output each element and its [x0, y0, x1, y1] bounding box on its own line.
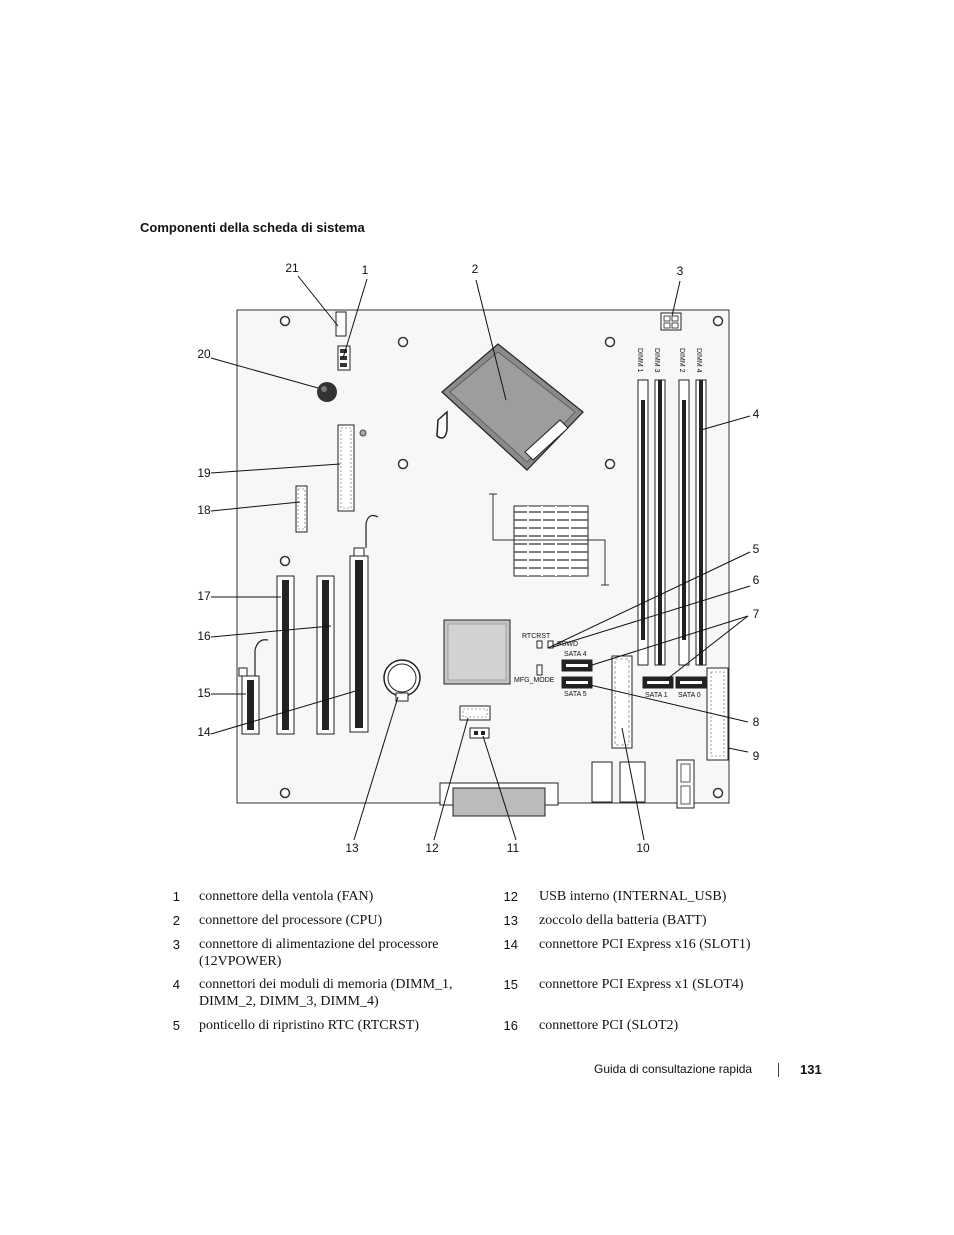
legend-number: 13: [503, 913, 518, 928]
legend-number: 2: [172, 913, 180, 928]
rtcrst-jumper: [536, 640, 543, 649]
mfg-mode-label: MFG_MODE: [514, 677, 555, 684]
callout-6: 6: [753, 573, 760, 587]
callout-13: 13: [345, 841, 359, 855]
cpu-socket: [436, 343, 584, 471]
legend-number: 4: [172, 977, 180, 992]
legend-text: connettore di alimentazione del processo…: [199, 937, 439, 969]
callout-15: 15: [197, 686, 211, 700]
internal-usb-header: [459, 705, 491, 721]
legend-text: connettore PCI (SLOT2): [539, 1018, 679, 1033]
rtcrst-label: RTCRST: [522, 633, 551, 640]
callout-11: 11: [507, 841, 520, 855]
callout-18: 18: [197, 503, 211, 517]
pci-slot-3: [276, 575, 295, 735]
legend-text: connettore PCI Express x1 (SLOT4): [539, 977, 744, 992]
legend-text: ponticello di ripristino RTC (RTCRST): [199, 1018, 419, 1033]
sata4-label: SATA 4: [564, 651, 587, 658]
ide-connector-2: [706, 667, 729, 761]
pci-slot-2: [316, 575, 335, 735]
footer-separator: [778, 1063, 779, 1077]
callout-21: 21: [285, 261, 299, 275]
callout-3: 3: [677, 264, 684, 278]
northbridge-heatsink: [489, 493, 609, 586]
pcie-x16-slot: [349, 514, 379, 733]
sata1-label: SATA 1: [645, 692, 668, 699]
legend-text: connettore del processore (CPU): [199, 913, 383, 928]
dimm4-label: DIMM 4: [695, 348, 702, 373]
pswd-label: PSWD: [557, 641, 578, 648]
pcie-x1-slot: [238, 639, 269, 735]
dimm2-label: DIMM 2: [678, 348, 685, 373]
legend-number: 15: [503, 977, 518, 992]
coin-cell: [317, 382, 337, 402]
dimm-slots: [637, 379, 707, 666]
small-connector: [469, 727, 490, 739]
legend-text: connettore della ventola (FAN): [199, 889, 374, 904]
callout-20: 20: [197, 347, 211, 361]
legend-number: 16: [503, 1018, 518, 1033]
legend-number: 1: [172, 889, 180, 904]
legend-number: 3: [172, 937, 180, 952]
callout-7: 7: [753, 607, 760, 621]
dimm3-label: DIMM 3: [653, 348, 660, 373]
ide-connector: [337, 424, 355, 512]
front-panel-header: [295, 485, 308, 533]
mounting-holes: [279, 315, 724, 799]
main-power-connector: [611, 655, 633, 749]
callout-4: 4: [753, 407, 760, 421]
mfg-mode-jumper: [536, 664, 543, 676]
callout-16: 16: [197, 629, 211, 643]
callout-5: 5: [753, 542, 760, 556]
callout-10: 10: [636, 841, 650, 855]
callout-14: 14: [197, 725, 211, 739]
sata5-label: SATA 5: [564, 691, 587, 698]
callout-2: 2: [472, 262, 479, 276]
pswd-jumper: [547, 640, 554, 649]
callout-12: 12: [425, 841, 439, 855]
legend-number: 12: [503, 889, 518, 904]
legend-text: zoccolo della batteria (BATT): [539, 913, 707, 928]
callout-9: 9: [753, 749, 760, 763]
legend-number: 5: [172, 1018, 180, 1033]
footer-guide-title: Guida di consultazione rapida: [594, 1062, 753, 1076]
callout-17: 17: [197, 589, 211, 603]
legend-text: USB interno (INTERNAL_USB): [539, 889, 727, 904]
legend-number: 14: [503, 937, 518, 952]
sata0-label: SATA 0: [678, 692, 701, 699]
legend-text: connettore PCI Express x16 (SLOT1): [539, 937, 751, 952]
battery-socket: [383, 659, 421, 702]
callout-8: 8: [753, 715, 760, 729]
legend-text: connettori dei moduli di memoria (DIMM_1…: [199, 977, 453, 1009]
dimm1-label: DIMM 1: [636, 348, 643, 373]
callout-leaders: [210, 275, 751, 841]
page-number: 131: [800, 1062, 822, 1077]
callout-19: 19: [197, 466, 211, 480]
cpu-power-connector: [660, 312, 682, 331]
callout-1: 1: [362, 263, 369, 277]
section-title: Componenti della scheda di sistema: [140, 220, 365, 235]
